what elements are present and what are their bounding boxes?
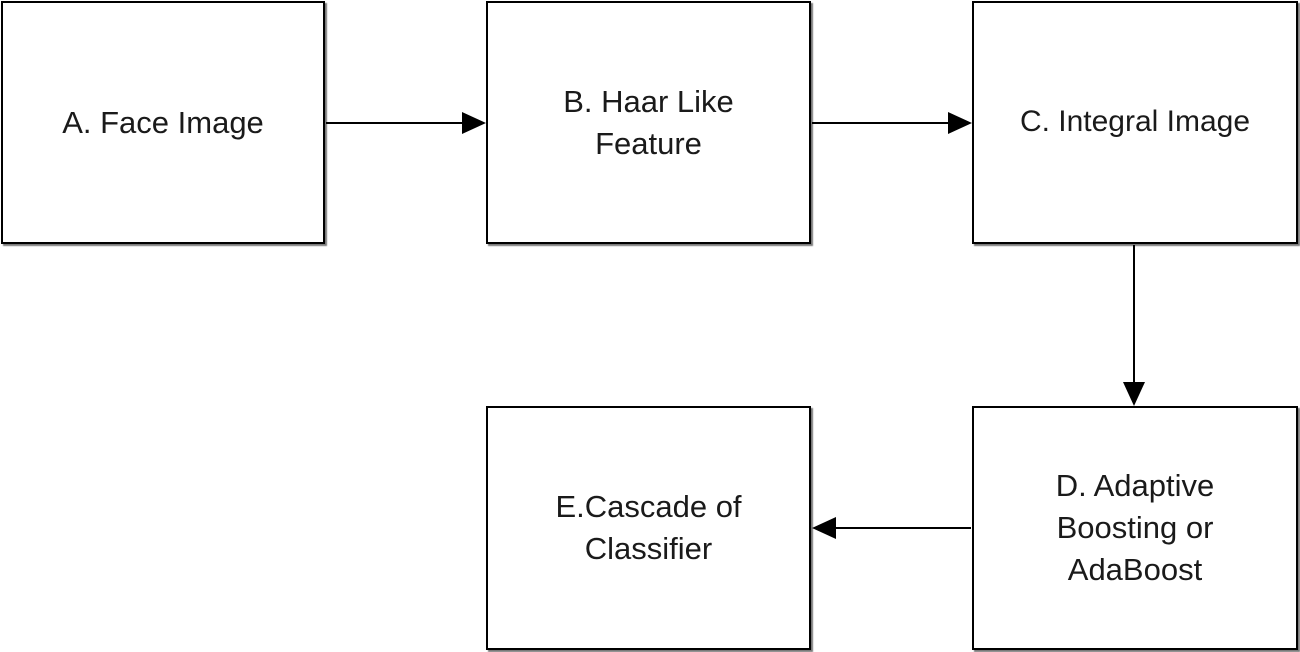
edge-d-to-e [812, 517, 971, 539]
node-face-image: A. Face Image [1, 1, 325, 244]
node-label: A. Face Image [62, 104, 264, 140]
arrowhead-icon [1123, 382, 1145, 406]
node-label: C. Integral Image [1019, 105, 1251, 139]
arrowhead-icon [812, 517, 836, 539]
edge-b-to-c [812, 112, 972, 134]
node-label: E.Cascade of Classifier [555, 489, 742, 566]
arrowhead-icon [462, 112, 486, 134]
node-adaptive-boosting: D. Adaptive Boosting or AdaBoost [972, 406, 1298, 650]
arrowhead-icon [948, 112, 972, 134]
edge-a-to-b [326, 112, 486, 134]
node-cascade-of-classifier: E.Cascade of Classifier [486, 406, 811, 650]
node-label: D. Adaptive Boosting or AdaBoost [1055, 468, 1215, 587]
node-integral-image: C. Integral Image [972, 1, 1298, 244]
node-haar-like-feature: B. Haar Like Feature [486, 1, 811, 244]
edge-c-to-d [1123, 245, 1145, 406]
node-label: B. Haar Like Feature [563, 83, 734, 161]
